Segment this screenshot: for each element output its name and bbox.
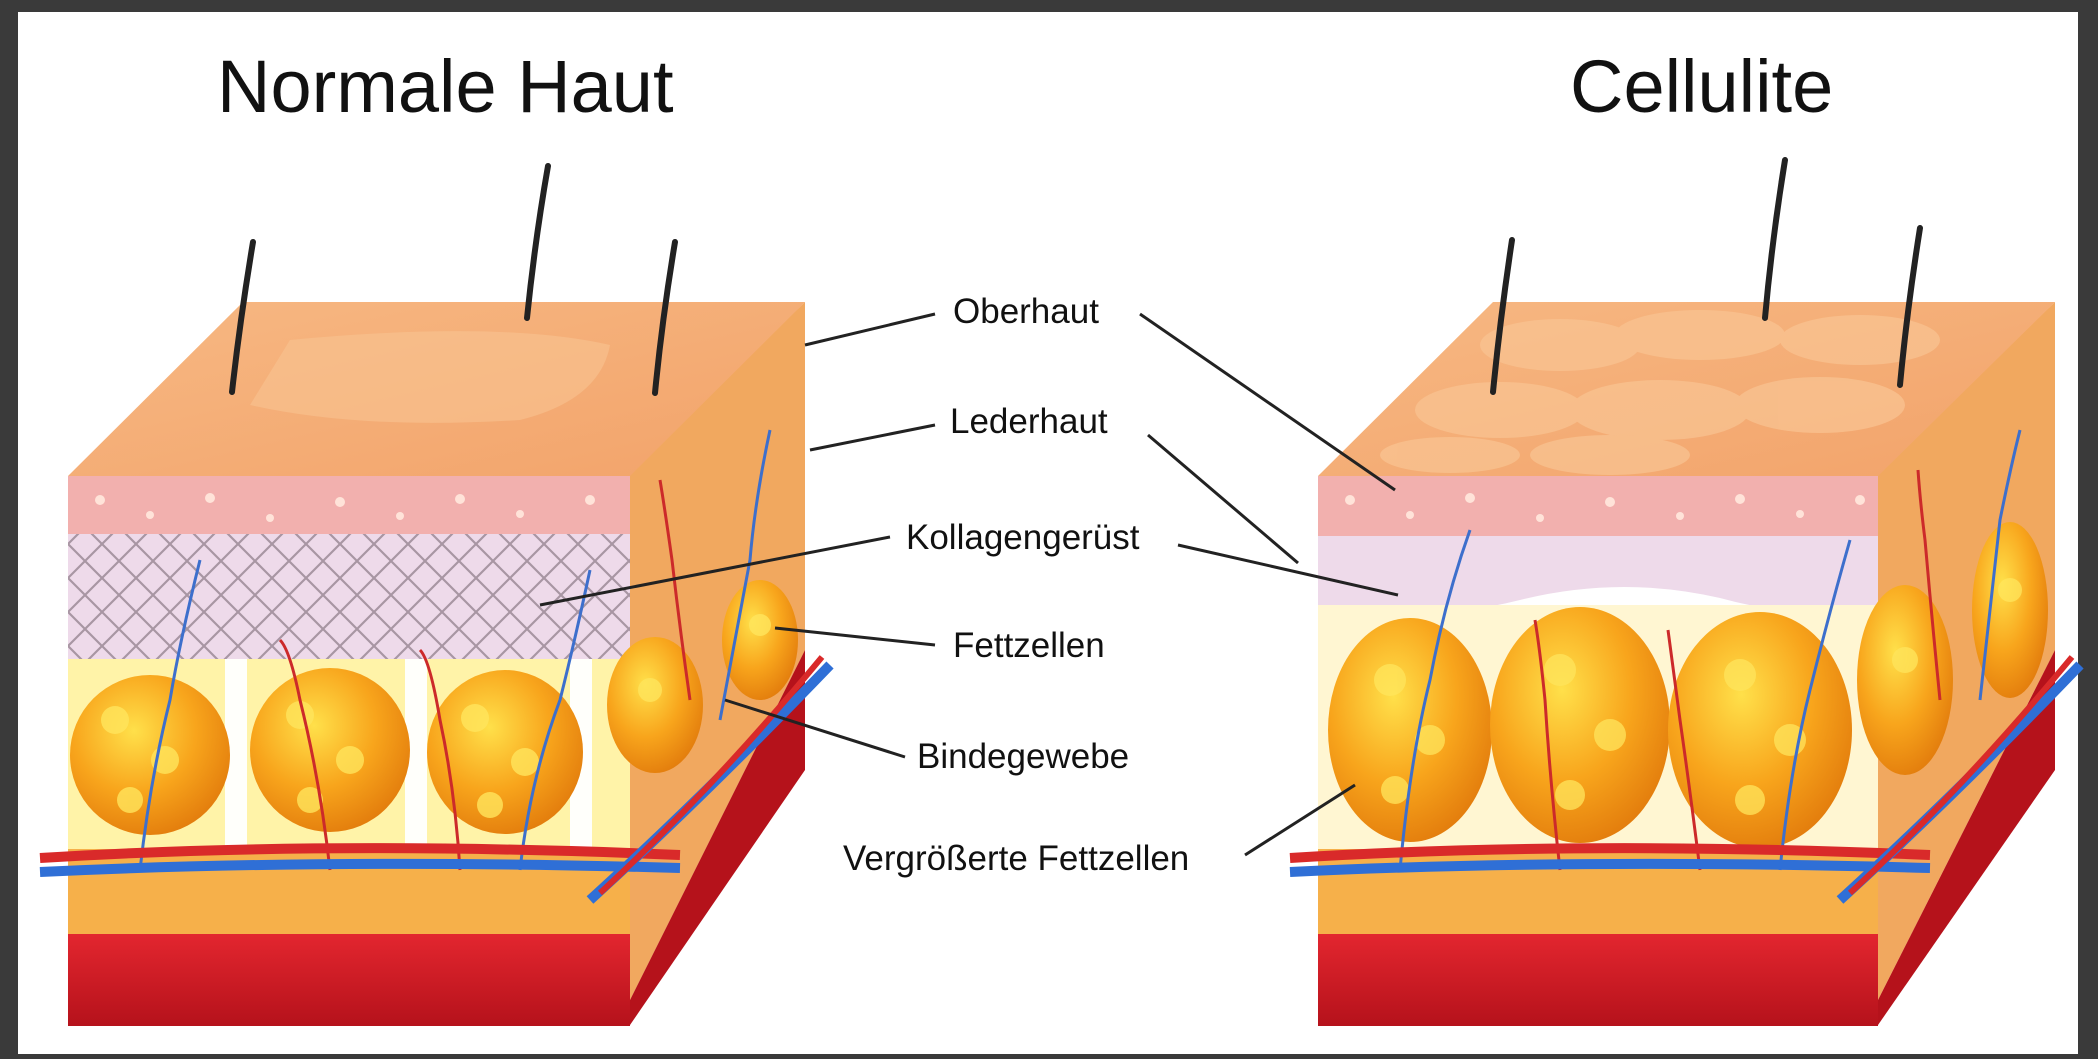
title-normale-haut: Normale Haut — [217, 44, 674, 129]
label-fettzellen: Fettzellen — [953, 626, 1105, 666]
label-bindegewebe: Bindegewebe — [917, 737, 1129, 777]
label-vergroesserte-fettzellen: Vergrößerte Fettzellen — [843, 839, 1189, 879]
title-cellulite: Cellulite — [1570, 44, 1833, 129]
label-oberhaut: Oberhaut — [953, 292, 1099, 332]
label-lederhaut: Lederhaut — [950, 402, 1108, 442]
label-kollagengeruest: Kollagengerüst — [906, 518, 1140, 558]
